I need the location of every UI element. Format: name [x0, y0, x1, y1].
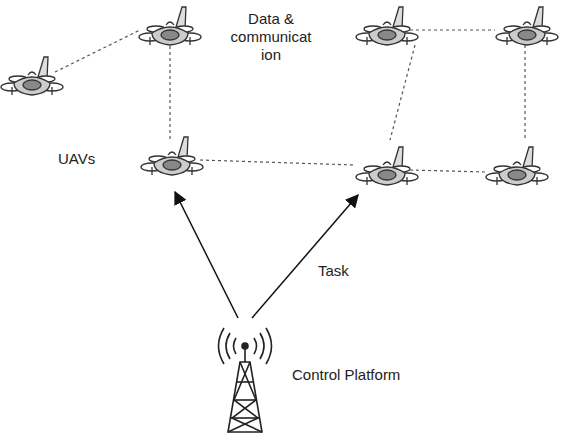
platform-label: Control Platform [292, 366, 400, 384]
control-tower [219, 328, 272, 432]
uav-drones [1, 7, 558, 185]
task-arrows [175, 192, 358, 318]
task-label: Task [318, 262, 349, 280]
communication-links [55, 30, 525, 172]
uav-label: UAVs [58, 150, 95, 168]
link-label: Data & communicat ion [226, 10, 316, 64]
